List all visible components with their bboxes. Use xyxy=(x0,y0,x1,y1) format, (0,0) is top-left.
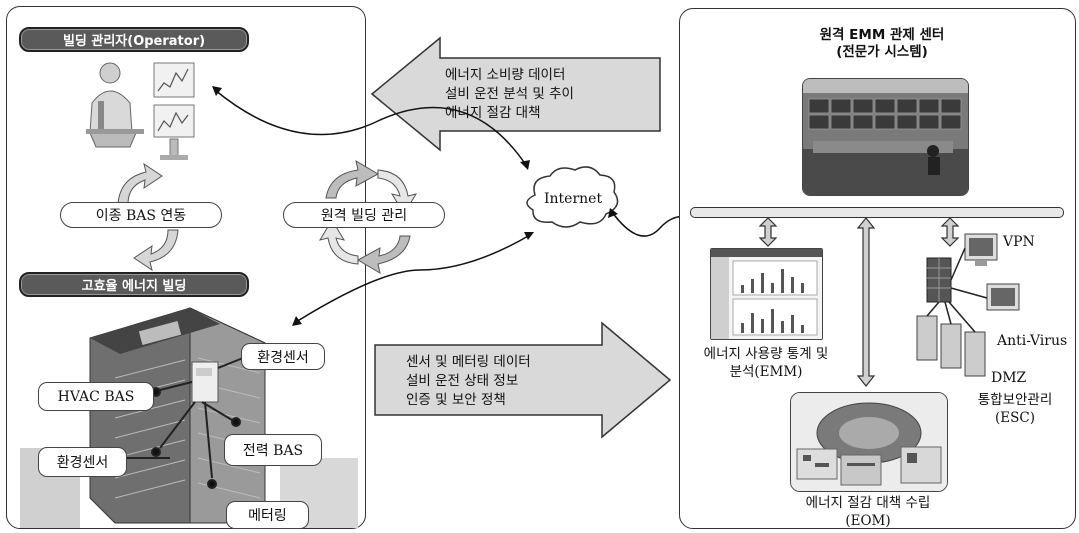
operator-header: 빌딩 관리자(Operator) xyxy=(19,27,249,52)
hvac-bas-label: HVAC BAS xyxy=(38,382,154,411)
remote-management-label: 원격 빌딩 관리 xyxy=(283,202,445,228)
env-sensor-left-label: 환경센서 xyxy=(38,447,127,477)
vpn-label: VPN xyxy=(1003,234,1035,250)
control-room-photo xyxy=(802,78,969,196)
emm-caption-line1: 에너지 사용량 통계 및 xyxy=(703,346,829,362)
antivirus-label: Anti-Virus xyxy=(997,333,1068,349)
metering-label: 메터링 xyxy=(226,501,309,529)
esc-label-line1: 통합보안관리 xyxy=(977,392,1053,408)
security-infrastructure-illustration xyxy=(916,233,1020,377)
env-sensor-top-label: 환경센서 xyxy=(241,343,325,370)
operation-analysis-line: 설비 운전 분석 및 추이 xyxy=(445,86,574,102)
operator-workstation-illustration xyxy=(86,62,195,160)
eom-caption-line2: (EOM) xyxy=(845,513,891,529)
security-policy-line: 인증 및 보안 정책 xyxy=(406,392,506,408)
power-bas-label: 전력 BAS xyxy=(224,434,322,466)
building-header: 고효율 에너지 빌딩 xyxy=(19,272,249,297)
emm-caption-line2: 분석(EMM) xyxy=(729,364,803,380)
equipment-status-line: 설비 운전 상태 정보 xyxy=(406,373,519,389)
eom-caption-line1: 에너지 절감 대책 수립 xyxy=(805,495,931,511)
control-center-title: 원격 EMM 관제 센터 xyxy=(819,27,945,43)
eom-illustration xyxy=(790,392,948,492)
bas-link-label: 이종 BAS 연동 xyxy=(60,202,222,228)
bas-sync-cycle-arrows xyxy=(117,162,179,272)
control-center-subtitle: (전문가 시스템) xyxy=(836,44,928,60)
internet-label: Internet xyxy=(544,191,603,207)
emm-dashboard-screenshot xyxy=(710,248,823,340)
saving-measures-line: 에너지 절감 대책 xyxy=(445,105,541,121)
dmz-label: DMZ xyxy=(991,370,1027,386)
sensor-metering-line: 센서 및 메터링 데이터 xyxy=(406,354,531,370)
consumption-data-line: 에너지 소비량 데이터 xyxy=(445,67,566,83)
esc-label-line2: (ESC) xyxy=(995,410,1035,426)
network-bus xyxy=(690,207,1064,218)
